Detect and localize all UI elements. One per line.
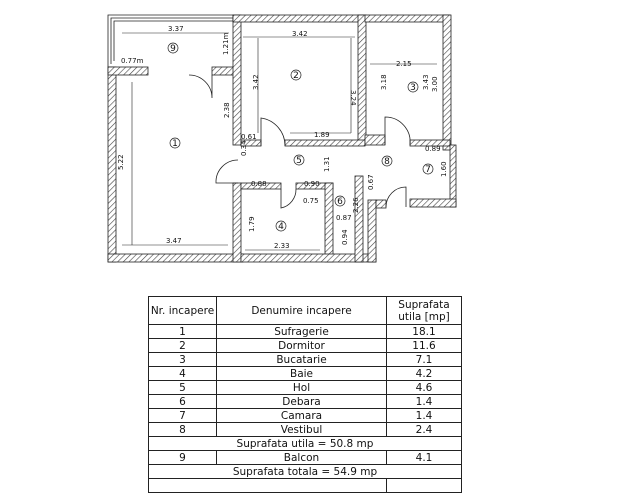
total-row: Suprafata totala = 54.9 mp [148,464,462,479]
room-areas-table: Nr. incapere Denumire incapere Suprafata… [148,296,462,493]
dim-label: 1.60 [440,161,448,177]
room-number-7: 7 [425,165,431,175]
walls [107,14,457,263]
dim-label: 1.89 [314,131,330,139]
subtotal: Suprafata utila = 50.8 mp [148,436,462,451]
header-name: Denumire incapere [216,296,387,325]
dim-label: 2.26 [352,197,360,213]
dim-label: 0.75 [303,197,319,205]
dim-label: 0.87 [336,214,352,222]
dim-label: 1.79 [248,216,256,232]
balcony-outline [107,14,233,67]
dimension-labels: 3.37 1.21m 0.77m 3.42 3.42 3.24 2.15 3.1… [117,25,448,250]
dim-label: 3.18 [380,74,388,90]
cut-off-row [148,478,462,493]
dim-label: 2.15 [396,60,412,68]
doors [188,74,411,209]
room-numbers [167,42,434,232]
dim-label: 0.94 [341,229,349,245]
dim-label: 0.67 [367,174,375,190]
room-number-4: 4 [278,222,284,232]
total: Suprafata totala = 54.9 mp [148,464,462,479]
dim-label: 0.89 [425,145,441,153]
dim-label: 2.38 [223,102,231,118]
dim-label: 3.47 [166,237,182,245]
dim-label: 2.33 [274,242,290,250]
dim-label: 3.42 [252,74,260,90]
room-number-2: 2 [293,71,299,81]
header-area: Suprafata utila [mp] [386,296,462,325]
header-nr: Nr. incapere [148,296,217,325]
room-number-6: 6 [337,197,343,207]
dim-label: 0.90 [304,180,320,188]
dim-label: 0.77m [121,57,144,65]
dim-label: 0.88 [251,180,267,188]
subtotal-row: Suprafata utila = 50.8 mp [148,436,462,451]
dim-label: 3.43 [422,74,430,90]
dim-label: 0.34 [240,140,248,156]
dim-label: 1.21m [222,32,230,55]
room-number-5: 5 [296,156,302,166]
dim-label: 1.31 [323,156,331,172]
dim-label: 3.42 [292,30,308,38]
dim-label: 3.37 [168,25,184,33]
table-header: Nr. incapere Denumire incapere Suprafata… [148,296,462,325]
room-number-3: 3 [410,83,416,93]
room-number-8: 8 [384,157,390,167]
floor-plan: 3.37 1.21m 0.77m 3.42 3.42 3.24 2.15 3.1… [107,14,457,263]
dim-label: 0.61 [241,133,257,141]
dim-label: 3.24 [349,90,357,106]
dim-label: 3.00 [431,76,439,92]
room-number-1: 1 [172,139,178,149]
dimension-lines [122,32,437,251]
room-number-9: 9 [170,44,176,54]
dim-label: 5.22 [117,154,125,170]
